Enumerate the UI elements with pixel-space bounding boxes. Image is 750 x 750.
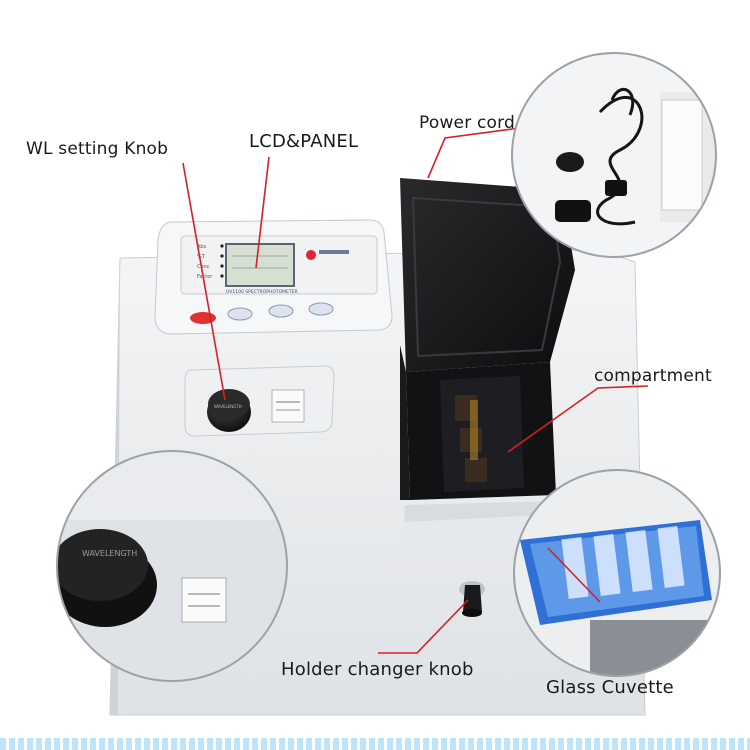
panel-legend-conc: Conc <box>197 264 210 270</box>
label-glass-cuvette: Glass Cuvette <box>546 677 674 698</box>
leader-knob <box>182 162 226 401</box>
label-power-cord: Power cord <box>419 113 516 133</box>
leader-lcd <box>255 156 270 269</box>
label-holder-changer-knob: Holder changer knob <box>281 659 474 680</box>
wl-setting-knob[interactable]: WAVELENGTH <box>207 389 251 432</box>
knob-text: WAVELENGTH <box>214 404 242 409</box>
leader-power <box>427 127 521 179</box>
label-lcd-panel: LCD&PANEL <box>249 131 359 152</box>
mode-button[interactable] <box>190 312 216 324</box>
panel-legend-factor: Factor <box>197 274 213 280</box>
power-cord-inset <box>511 52 717 258</box>
inset-knob-text: WAVELENGTH <box>82 549 137 558</box>
down-button[interactable] <box>308 302 334 316</box>
print-button[interactable] <box>227 307 253 321</box>
sample-compartment <box>406 362 556 500</box>
lcd-panel: Abs %T Conc Factor UV1100 SPECTROPHOTOME… <box>180 235 378 324</box>
leader-cuvette <box>547 547 601 603</box>
bottom-stripe <box>0 738 750 750</box>
holder-changer-knob[interactable] <box>459 581 485 617</box>
knob-closeup-inset: WAVELENGTH <box>56 450 288 682</box>
model-plate: UV1100 SPECTROPHOTOMETER <box>226 289 298 295</box>
leader-holder <box>378 599 469 654</box>
plug-icon <box>555 200 591 222</box>
panel-legend-abs: Abs <box>197 244 207 250</box>
label-wl-setting-knob: WL setting Knob <box>26 139 169 159</box>
cable-icon <box>596 95 644 226</box>
leader-compartment <box>507 385 649 453</box>
label-compartment: compartment <box>594 366 712 386</box>
panel-legend-t: %T <box>197 254 206 260</box>
leader-lines <box>182 127 649 654</box>
up-button[interactable] <box>268 304 294 318</box>
brand-logo <box>306 250 316 260</box>
glass-cuvette-inset <box>513 469 721 677</box>
